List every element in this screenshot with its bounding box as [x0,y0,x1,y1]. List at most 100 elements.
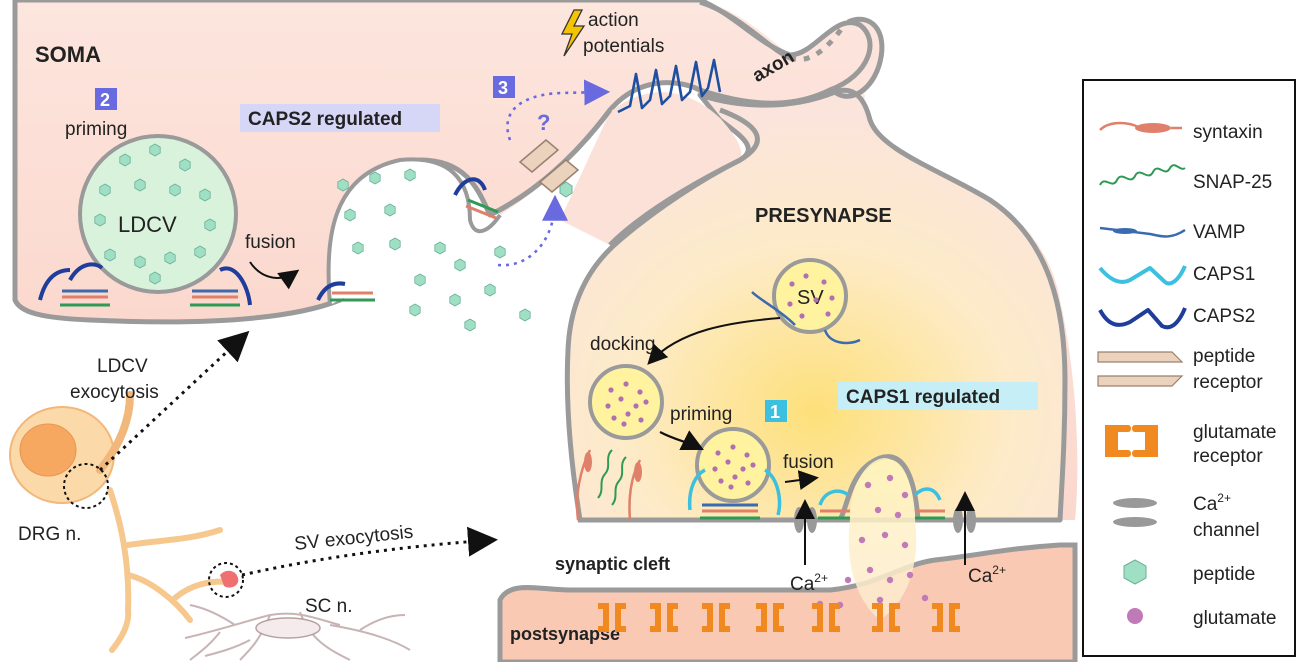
action-potential-trace [617,58,722,114]
legend-labels: syntaxin SNAP-25 VAMP CAPS1 CAPS2 peptid… [1193,122,1276,629]
step3-number: 3 [498,78,508,98]
caps1-banner-text: CAPS1 regulated [846,387,1000,408]
bound-peptide [559,181,573,198]
drg-axon [96,391,134,474]
released-peptide [449,293,461,307]
sv-glutamate-dot [799,313,805,319]
soma-fusion-label: fusion [245,232,296,253]
sv-label: SV [797,287,824,309]
glutamate-receptor [932,603,960,632]
sv-glutamate-dot [787,301,793,307]
legend-ca-channel-2: channel [1193,520,1260,541]
caps1-banner [838,382,1038,410]
ldcv-label: LDCV [118,212,177,237]
step2-priming-label: priming [65,119,127,140]
sv-docked [588,364,664,440]
released-peptide [519,308,531,322]
released-glutamate-dot [886,576,894,584]
released-peptide [464,318,476,332]
ldcv-peptide [169,183,181,197]
postsynapse-label: postsynapse [510,624,620,644]
released-peptide [369,171,381,185]
ldcv-peptide [179,158,191,172]
ldcv-peptide [194,245,206,259]
legend-box [1082,79,1296,657]
glutamate-receptor [650,603,678,632]
glutamate-receptor [872,603,900,632]
legend-glutamate: glutamate [1193,608,1276,629]
released-glutamate-dot [866,566,874,574]
potentials-label: potentials [583,36,664,57]
sv-glutamate-dot [728,484,734,490]
arrow-to-action-potentials [506,79,611,141]
step1-badge [765,400,787,422]
sv-glutamate-dot [730,444,736,450]
released-glutamate-dot [858,536,866,544]
sv-glutamate-dot [789,281,795,287]
released-peptide [404,168,416,182]
caps1-snare-fusion [818,487,945,520]
ldcv-peptide [204,218,216,232]
released-glutamate-dot [881,531,889,539]
sv-glutamate-dot [803,273,809,279]
soma-fusion-arrow [249,261,300,290]
drg-label: DRG n. [18,524,81,545]
legend-snap25: SNAP-25 [1193,172,1272,193]
glutamate-receptor [812,603,840,632]
sv-glutamate-dot [608,387,614,393]
presyn-fusion-arrow [784,470,819,491]
released-glutamate-dot [874,506,882,514]
sv-glutamate-dot [744,452,750,458]
peptide-receptor [518,139,580,193]
ldcv-peptide [94,213,106,227]
legend-ca-channel-1: Ca2+ [1193,491,1231,515]
sv-glutamate-dot [625,411,631,417]
peptide-receptor-icon [1097,351,1184,387]
ldcv-peptide [149,143,161,157]
presyn-fusion-label: fusion [783,452,834,473]
sv-glutamate-dot [618,396,624,402]
ldcv-exocytosis-line2: exocytosis [70,382,159,403]
released-peptide [454,258,466,272]
ldcv-exocytosis-line1: LDCV [97,356,148,377]
lightning-icon [560,9,586,57]
soma-label: SOMA [35,42,101,67]
legend-glutamate-receptor-2: receptor [1193,446,1263,467]
caps2-banner-text: CAPS2 regulated [248,109,402,130]
legend-vamp: VAMP [1193,222,1245,243]
released-glutamate-dot [906,571,914,579]
legend-caps2: CAPS2 [1193,306,1255,327]
ldcv-peptide [99,183,111,197]
ldcv-peptide [134,255,146,269]
free-snares-presynapse [575,449,642,521]
released-glutamate-dot [901,491,909,499]
glutamate-receptor [756,603,784,632]
sv-glutamate-dot [740,466,746,472]
ldcv-peptide [119,153,131,167]
sv-glutamate-dot [813,297,819,303]
glutamate-receptor [702,603,730,632]
vamp-icon [1099,226,1186,238]
sv-glutamate-dot [623,381,629,387]
drg-axon-branch [107,487,233,653]
released-peptide [384,203,396,217]
sv-glutamate-dot [611,415,617,421]
released-peptides [337,168,531,332]
sv-glutamate-dot [605,403,611,409]
step2-badge [95,88,117,110]
glutamate-receptor-icon [1105,425,1158,457]
synaptic-cleft-label: synaptic cleft [555,554,670,574]
sv-glutamate-dot [715,450,721,456]
ca-channel-icon [1113,498,1157,527]
legend-icons [1097,121,1187,624]
released-glutamate-dot [886,474,894,482]
legend-syntaxin: syntaxin [1193,122,1263,143]
released-peptide [337,178,349,192]
released-peptide [389,237,401,251]
step3-badge [493,76,515,98]
ldcv-peptide [134,178,146,192]
released-peptide [344,208,356,222]
drg-nucleus [19,423,77,477]
legend-glutamate-receptor-1: glutamate [1193,422,1276,443]
